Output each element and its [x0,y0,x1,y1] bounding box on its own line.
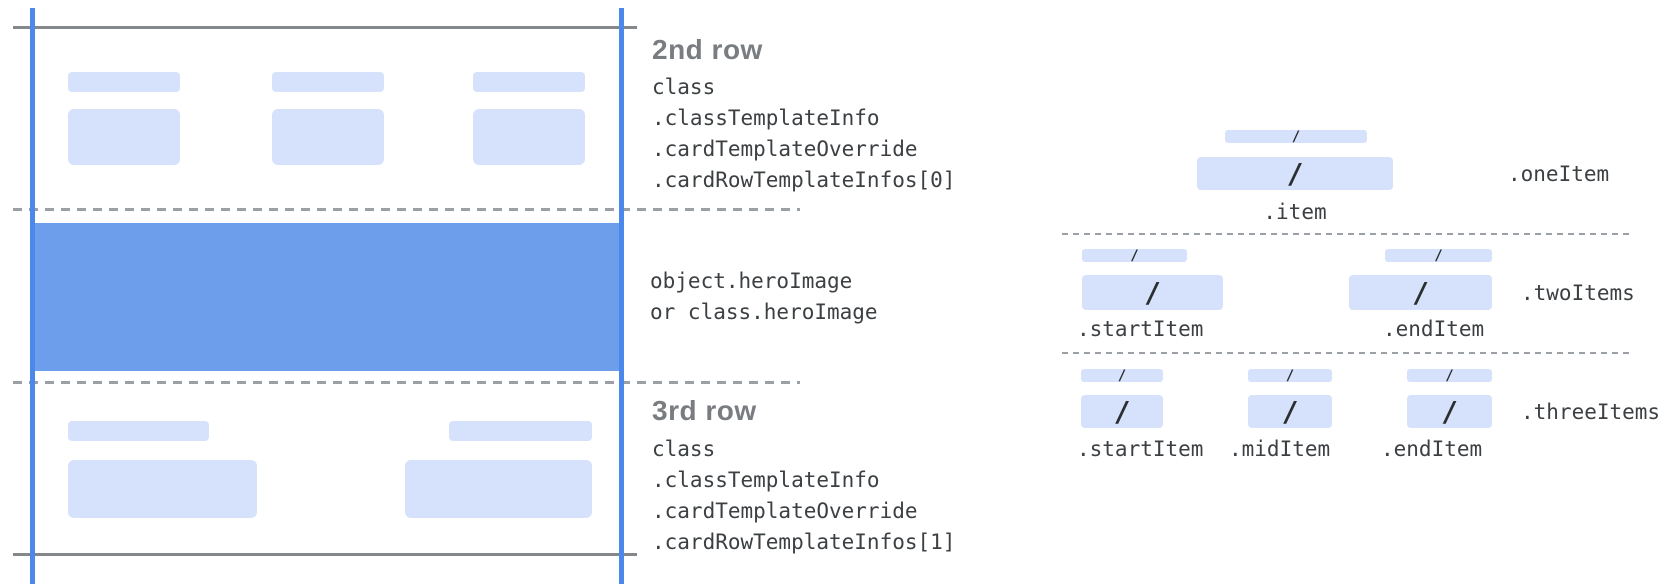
item-value-bar: / [1349,275,1492,310]
guide-line-left [30,8,35,584]
item-name-label: .midItem [1229,437,1331,461]
item-name-label: .startItem [1077,317,1204,341]
item-value-bar: / [1081,395,1163,428]
item-name-label: .endItem [1381,437,1483,461]
item-label-bar: / [1407,367,1492,384]
layout-name-label: .threeItems [1521,400,1661,424]
card-bottom-edge [13,553,637,556]
item-name-label: .item [1263,200,1327,224]
code-line: or class.heroImage [650,300,878,324]
field-value-placeholder [272,109,384,165]
item-value-bar: / [1248,395,1332,428]
field-label-placeholder [68,421,209,441]
field-value-placeholder [68,460,257,518]
code-line: class [652,75,716,99]
field-label-placeholder [473,72,585,92]
item-value-bar: / [1197,157,1393,190]
field-value-placeholder [473,109,585,165]
second-row-heading: 2nd row [652,34,763,65]
slash-placeholder: / [1117,367,1127,384]
layout-divider-dashed [1062,352,1630,354]
slash-placeholder: / [1434,247,1443,264]
layout-name-label: .oneItem [1508,162,1610,186]
code-line: .cardTemplateOverride [652,137,918,161]
slash-placeholder: / [1113,394,1131,428]
slash-placeholder: / [1144,275,1161,309]
hero-image-band [35,223,619,371]
field-value-placeholder [68,109,180,165]
slash-placeholder: / [1130,247,1139,264]
field-label-placeholder [449,421,592,441]
slash-placeholder: / [1286,156,1304,190]
slash-placeholder: / [1445,367,1454,384]
item-label-bar: / [1248,367,1332,384]
row-divider-dashed-top [13,208,800,211]
slash-placeholder: / [1441,394,1458,428]
card-top-edge [13,26,637,29]
guide-line-right [619,8,624,584]
code-line: .classTemplateInfo [652,468,880,492]
item-label-bar: / [1385,247,1492,264]
item-name-label: .startItem [1077,437,1204,461]
slash-placeholder: / [1281,394,1299,428]
item-name-label: .endItem [1383,317,1485,341]
slash-placeholder: / [1412,275,1429,309]
item-label-bar: / [1081,367,1163,384]
item-label-bar: / [1082,247,1187,264]
item-value-bar: / [1407,395,1492,428]
row-divider-dashed-bottom [13,381,800,384]
field-label-placeholder [68,72,180,92]
slash-placeholder: / [1285,367,1295,384]
code-line: .classTemplateInfo [652,106,880,130]
third-row-code-block: class .classTemplateInfo .cardTemplateOv… [652,434,955,558]
third-row-heading: 3rd row [652,395,757,426]
layout-name-label: .twoItems [1521,281,1635,305]
item-label-bar: / [1225,128,1367,145]
second-row-code-block: class .classTemplateInfo .cardTemplateOv… [652,72,955,196]
code-line: .cardRowTemplateInfos[1] [652,530,956,554]
field-value-placeholder [405,460,592,518]
code-line: class [652,437,716,461]
field-label-placeholder [272,72,384,92]
code-line: .cardRowTemplateInfos[0] [652,168,956,192]
code-line: .cardTemplateOverride [652,499,918,523]
item-value-bar: / [1082,275,1223,310]
hero-code-block: object.heroImage or class.heroImage [650,266,878,328]
layout-divider-dashed [1062,233,1630,235]
slash-placeholder: / [1291,128,1301,145]
code-line: object.heroImage [650,269,853,293]
